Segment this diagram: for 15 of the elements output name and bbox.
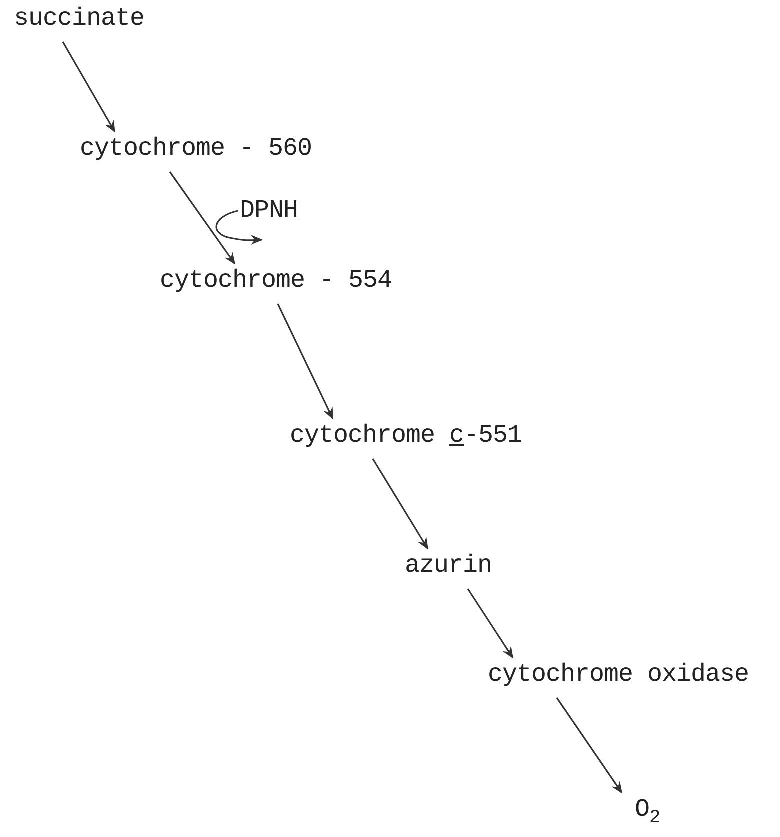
- pathway-label: cytochrome oxidase: [488, 660, 750, 690]
- pathway-label: DPNH: [240, 196, 298, 226]
- pathway-label: O$_{2}$: [635, 795, 660, 825]
- pathway-label: cytochrome c-551: [290, 421, 522, 451]
- arrow: [372, 458, 429, 550]
- arrow: [62, 42, 116, 133]
- arrow: [277, 304, 334, 420]
- pathway-label: cytochrome - 560: [80, 134, 312, 164]
- arrow: [467, 588, 514, 659]
- arrow: [216, 210, 263, 246]
- pathway-label: azurin: [405, 551, 492, 581]
- pathway-label: cytochrome - 554: [160, 266, 392, 296]
- arrow: [169, 172, 236, 265]
- arrow: [556, 698, 623, 794]
- pathway-label: succinate: [14, 4, 145, 34]
